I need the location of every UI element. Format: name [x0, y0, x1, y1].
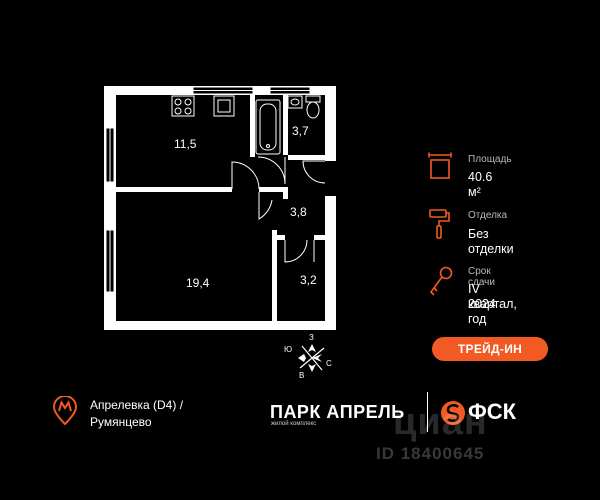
listing-id-watermark: ID 18400645: [376, 444, 485, 463]
fsk-logo-icon: [441, 401, 465, 425]
metro-station-line1: Апрелевка (D4) /: [90, 398, 184, 412]
interior-walls: [116, 95, 325, 324]
compass-icon: [298, 344, 325, 372]
deadline-line2: 2024 год: [468, 297, 496, 326]
finish-value: Без отделки: [468, 227, 514, 256]
finish-label: Отделка: [468, 210, 508, 221]
area-value: 40.6 м²: [468, 170, 493, 199]
area-icon: [428, 152, 452, 179]
stove-icon: [171, 95, 195, 117]
brand-divider: [427, 392, 428, 432]
deadline-line1: IV квартал,: [468, 282, 517, 311]
trade-in-button[interactable]: ТРЕЙД-ИН: [432, 337, 548, 361]
compass-west: Ю: [284, 345, 293, 354]
hall-area: 3,8: [290, 205, 307, 219]
compass-south: В: [299, 371, 305, 380]
bathroom-sink-icon: [287, 95, 303, 109]
paint-roller-icon: [429, 209, 450, 239]
doors: [231, 156, 326, 263]
compass-north: З: [309, 333, 314, 342]
cian-watermark: циан: [393, 401, 488, 443]
metro-station-line2: Румянцево: [90, 415, 152, 429]
toilet-icon: [305, 95, 321, 119]
compass-east: С: [326, 359, 332, 368]
fsk-logo-text: ФСК: [468, 399, 517, 424]
park-april-logo: ПАРК АПРЕЛЬ: [270, 402, 405, 422]
area-label: Площадь: [468, 154, 512, 165]
metro-icon: [52, 396, 78, 426]
bath-area: 3,7: [292, 124, 309, 138]
deadline-label: Срок сдачи: [468, 266, 495, 288]
park-april-subtitle: жилой комплекс: [271, 421, 317, 427]
bathtub-icon: [255, 99, 281, 155]
kitchen-sink-icon: [213, 95, 235, 117]
living-area: 19,4: [186, 276, 210, 290]
windows: [105, 86, 311, 293]
storage-area: 3,2: [300, 273, 317, 287]
kitchen-area: 11,5: [174, 137, 197, 151]
key-icon: [429, 266, 453, 296]
